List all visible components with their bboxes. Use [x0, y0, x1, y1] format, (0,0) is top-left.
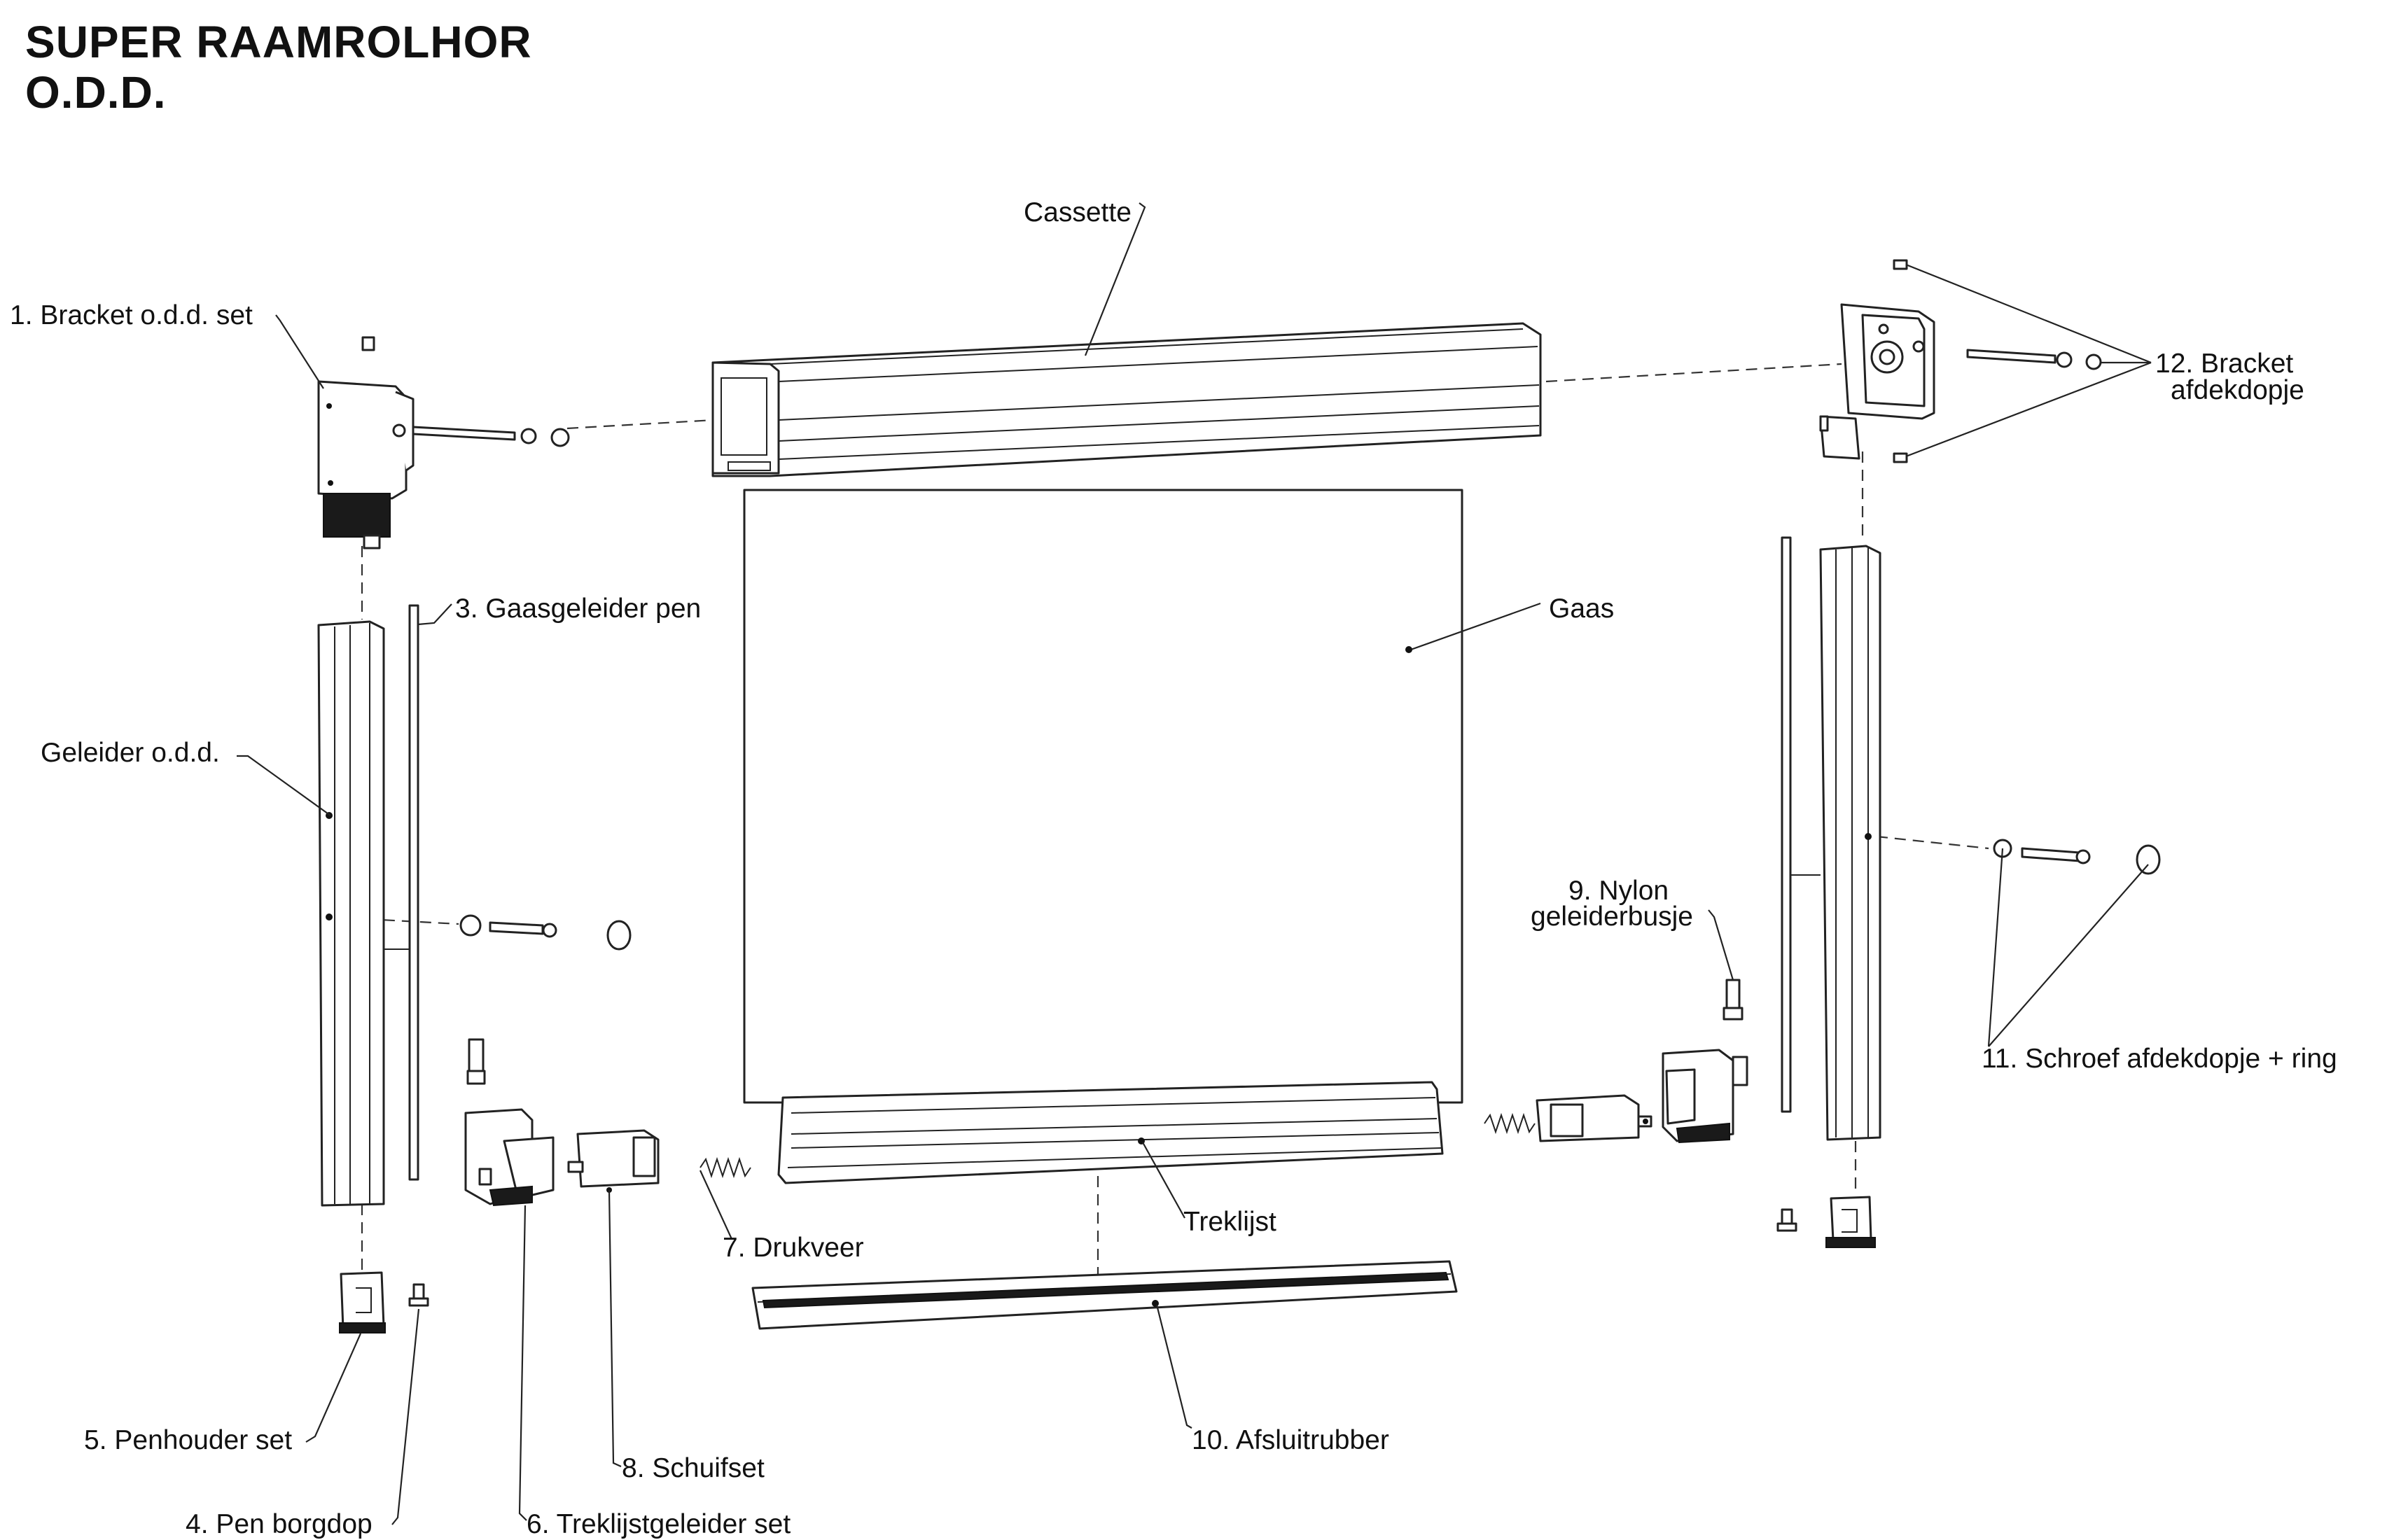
right-schuifset — [1536, 1094, 1652, 1142]
left-screw-assembly — [459, 914, 632, 951]
leader-lines — [237, 202, 2152, 1525]
afsluitrubber — [751, 1260, 1458, 1330]
cassette — [711, 322, 1542, 477]
title-line-2: O.D.D. — [25, 67, 167, 118]
right-bracket — [1819, 259, 2102, 463]
assembly-axes — [328, 363, 1989, 1281]
title-block: SUPER RAAMROLHOR O.D.D. — [25, 17, 532, 118]
left-bracket — [317, 336, 570, 550]
left-treklijstgeleider — [464, 1038, 555, 1207]
right-geleider — [1819, 545, 1881, 1141]
label-treklijst: Treklijst — [1183, 1207, 1276, 1237]
left-geleider — [317, 620, 385, 1207]
left-gaasgeleider-pen — [384, 604, 419, 1181]
label-schroef: 11. Schroef afdekdopje + ring — [1982, 1044, 2337, 1074]
label-nylon-2: geleiderbusje — [1531, 902, 1693, 932]
right-screw-assembly — [1993, 839, 2161, 875]
gaas-panel — [743, 489, 1463, 1104]
label-nylon-1: 9. Nylon — [1568, 876, 1669, 906]
right-pen-borgdop — [1776, 1208, 1797, 1232]
label-drukveer: 7. Drukveer — [723, 1233, 864, 1263]
right-gaasgeleider-pen — [1781, 536, 1821, 1113]
label-schuifset: 8. Schuifset — [622, 1453, 765, 1483]
label-bracket-set: 1. Bracket o.d.d. set — [10, 300, 253, 330]
label-bracket-afdekdopje-2: afdekdopje — [2171, 375, 2304, 405]
left-pen-borgdop — [408, 1283, 429, 1307]
right-drukveer — [1484, 1112, 1536, 1135]
left-schuifset — [567, 1129, 660, 1193]
label-cassette: Cassette — [1024, 197, 1132, 227]
label-gaas: Gaas — [1549, 594, 1614, 624]
label-pen-borgdop: 4. Pen borgdop — [186, 1509, 373, 1539]
title-line-1: SUPER RAAMROLHOR — [25, 17, 532, 67]
label-gaasgeleider-pen: 3. Gaasgeleider pen — [455, 594, 701, 624]
right-nylon-geleiderbusje — [1723, 979, 1744, 1021]
label-bracket-afdekdopje-1: 12. Bracket — [2155, 349, 2293, 379]
label-treklijstgeleider: 6. Treklijstgeleider set — [527, 1509, 791, 1539]
label-geleider: Geleider o.d.d. — [41, 738, 220, 768]
label-penhouder: 5. Penhouder set — [84, 1425, 292, 1455]
label-afsluitrubber: 10. Afsluitrubber — [1192, 1425, 1389, 1455]
left-drukveer — [700, 1156, 751, 1179]
labels: Cassette 1. Bracket o.d.d. set 3. Gaasge… — [10, 197, 2337, 1539]
treklijst — [777, 1081, 1444, 1184]
left-penhouder — [339, 1271, 386, 1334]
right-penhouder — [1825, 1196, 1876, 1248]
right-treklijstgeleider — [1662, 1049, 1748, 1144]
